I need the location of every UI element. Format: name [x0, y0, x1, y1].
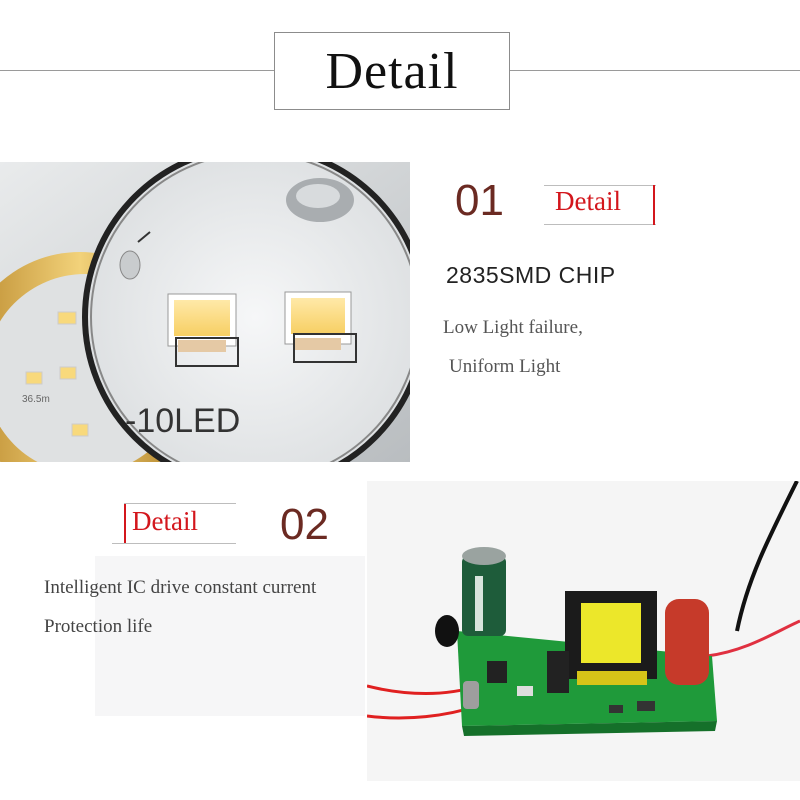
board-label: -10LED: [125, 402, 240, 440]
section1-tag: Detail: [555, 186, 621, 216]
section2-tag-rule-bottom: [112, 543, 236, 544]
led-chip-illustration: 36.5m -10LED: [0, 162, 410, 462]
driver-board-illustration: [367, 481, 800, 781]
dimension-label: 36.5m: [22, 394, 50, 405]
section1-tag-rule-bottom: [544, 224, 656, 225]
section2-tag-rule-top: [124, 503, 236, 504]
driver-board-photo: [367, 481, 800, 781]
section2-tag: Detail: [132, 506, 198, 536]
section1-tag-rule-top: [544, 185, 656, 186]
section2-line-2: Protection life: [44, 616, 153, 637]
header-title-box: Detail: [274, 32, 510, 110]
section1-line-2: Uniform Light: [449, 356, 561, 377]
section1-tag-marker: [653, 185, 655, 225]
section2-line-1: Intelligent IC drive constant current: [44, 577, 317, 598]
chip-title: 2835SMD CHIP: [446, 262, 616, 288]
section1-number: 01: [455, 176, 504, 225]
section2-tag-marker: [124, 503, 126, 543]
section2-number: 02: [280, 500, 329, 549]
section2-text-panel: [95, 556, 365, 716]
led-chip-photo: 36.5m -10LED: [0, 162, 410, 462]
header-rule-right: [510, 70, 800, 71]
section1-line-1: Low Light failure,: [443, 317, 583, 338]
page-title: Detail: [325, 42, 459, 100]
header-rule-left: [0, 70, 274, 71]
